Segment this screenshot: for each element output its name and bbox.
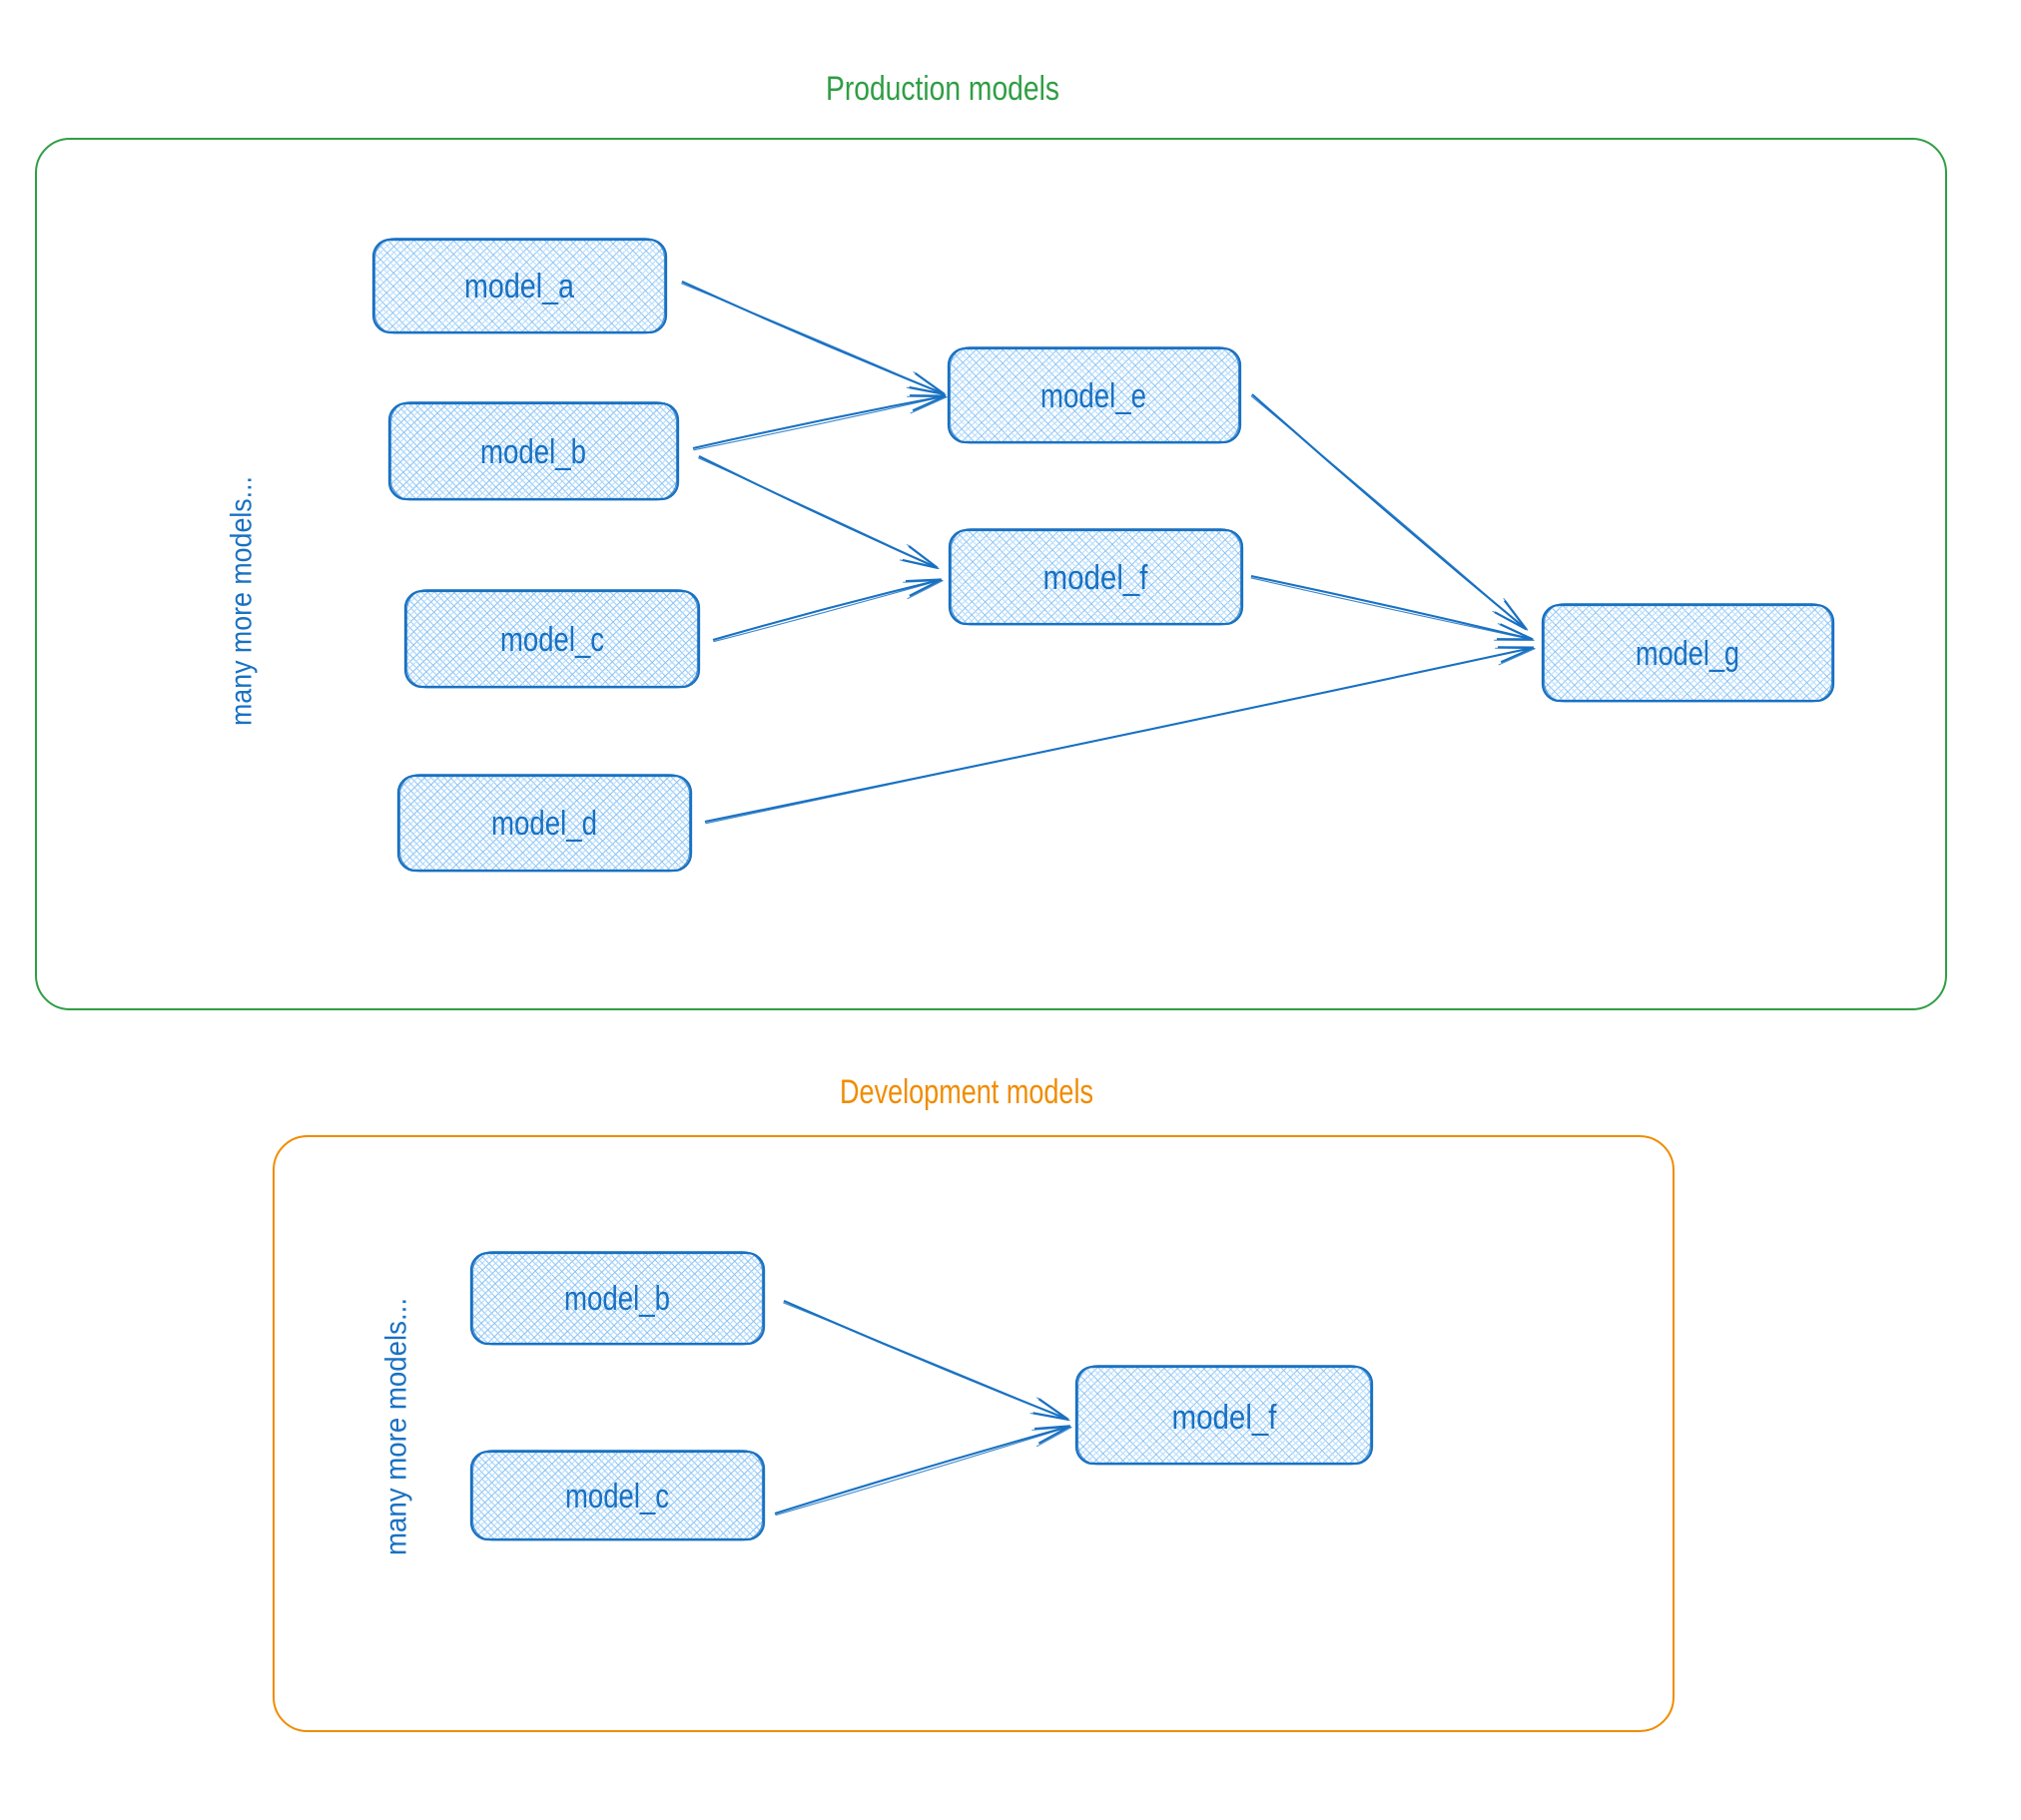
svg-text:Production models: Production models: [826, 70, 1059, 108]
svg-text:many more models...: many more models...: [226, 476, 259, 726]
svg-text:many more models...: many more models...: [380, 1298, 413, 1555]
svg-text:Development models: Development models: [840, 1073, 1093, 1111]
svg-text:model_f: model_f: [1043, 559, 1148, 597]
svg-text:model_f: model_f: [1172, 1399, 1277, 1437]
svg-text:model_g: model_g: [1636, 635, 1739, 673]
svg-text:model_b: model_b: [480, 433, 586, 471]
svg-text:model_c: model_c: [565, 1478, 669, 1516]
svg-text:model_a: model_a: [464, 268, 574, 305]
svg-text:model_c: model_c: [500, 621, 604, 659]
svg-text:model_b: model_b: [564, 1280, 670, 1318]
svg-text:model_d: model_d: [491, 805, 597, 843]
svg-text:model_e: model_e: [1040, 377, 1146, 415]
